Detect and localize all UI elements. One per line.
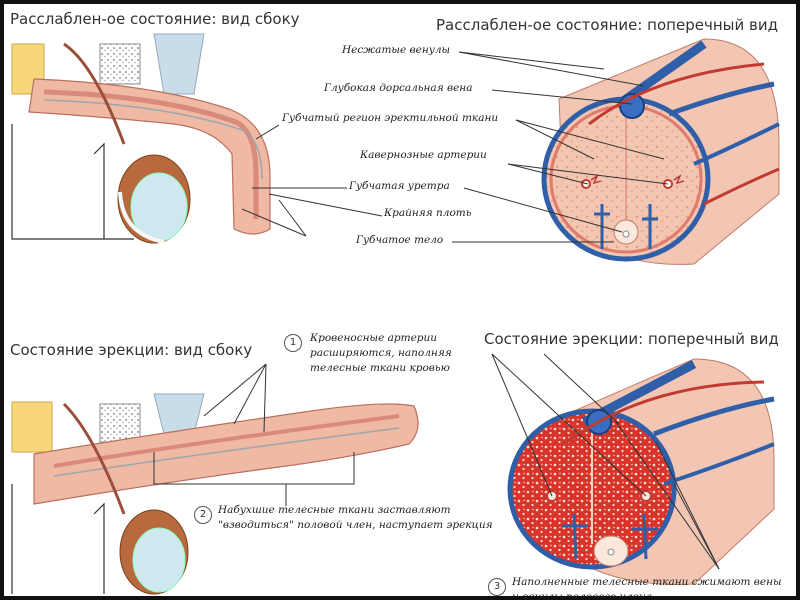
title-erect-side: Состояние эрекции: вид сбоку	[10, 341, 253, 359]
title-erect-cross: Состояние эрекции: поперечный вид	[484, 330, 779, 348]
title-relaxed-side: Расслаблен-ое состояние: вид сбоку	[10, 10, 300, 28]
leader-lines-top	[241, 51, 669, 243]
label-corpus-spongiosum: Губчатое тело	[356, 234, 444, 246]
diagram-canvas: Расслаблен-ое состояние: вид сбоку Рассл…	[4, 4, 796, 596]
label-spongy-region: Губчатый регион эректильной ткани	[282, 112, 499, 124]
erect-cross-illustration	[507, 358, 775, 585]
label-cavernous-arteries: Кавернозные артерии	[360, 149, 487, 161]
label-uncompressed-venules: Несжатые венулы	[342, 44, 451, 56]
note-3-number: 3	[488, 578, 506, 596]
note-1-number: 1	[284, 334, 302, 352]
relaxed-side-illustration	[11, 33, 271, 244]
label-spongy-urethra: Губчатая уретра	[349, 180, 450, 192]
label-deep-dorsal-vein: Глубокая дорсальная вена	[324, 82, 473, 94]
leader-lines-bottom	[203, 353, 720, 570]
note-1-text: Кровеносные артерии расширяются, наполня…	[310, 332, 452, 374]
label-foreskin: Крайняя плоть	[384, 207, 472, 219]
illustration	[11, 33, 780, 595]
note-2-number: 2	[194, 506, 212, 524]
erect-side-illustration	[11, 393, 419, 595]
note-2-text: Набухшие телесные ткани заставляют "взво…	[218, 504, 493, 531]
title-relaxed-cross: Расслаблен-ое состояние: поперечный вид	[436, 16, 778, 34]
note-3-text: Наполненные телесные ткани сжимают вены …	[512, 576, 782, 596]
